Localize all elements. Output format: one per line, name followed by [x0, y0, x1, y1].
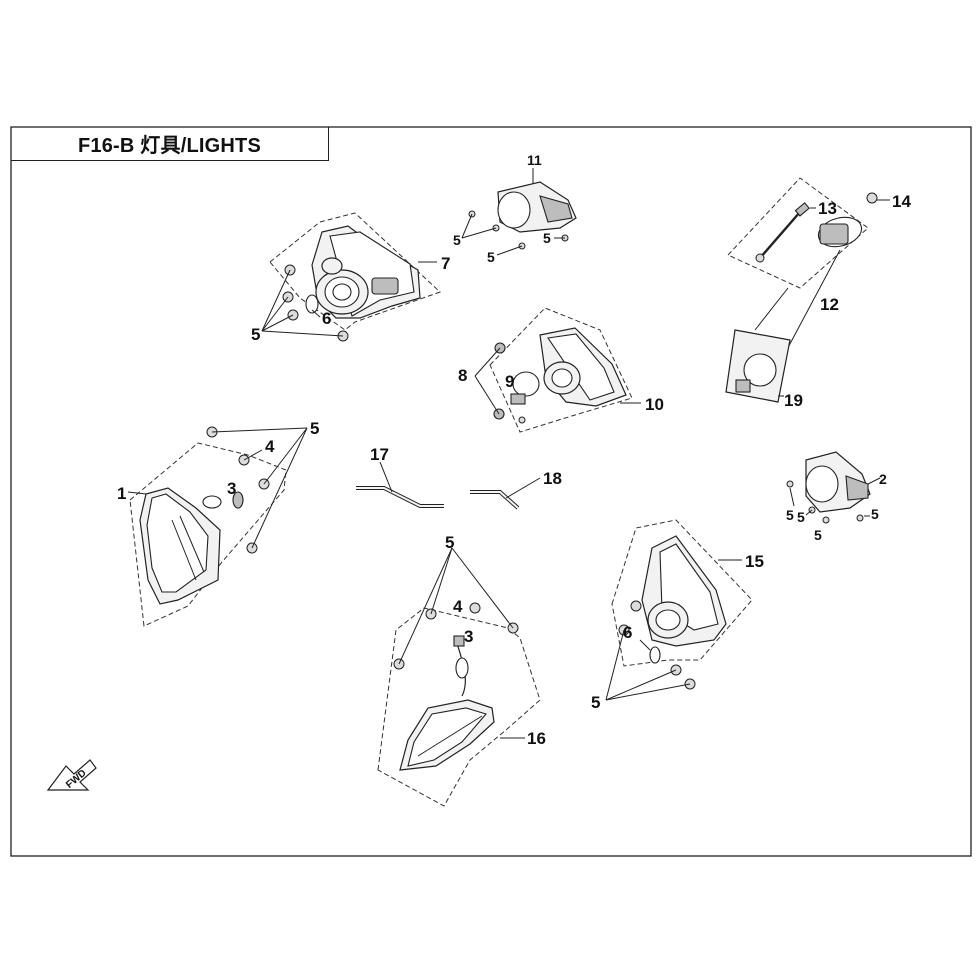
callout-2: 2 [879, 471, 887, 487]
callout-5-lamp2-c: 5 [814, 527, 822, 543]
callout-12: 12 [820, 295, 839, 314]
callout-19: 19 [784, 391, 803, 410]
callout-9: 9 [505, 372, 514, 391]
callout-6-headlight7: 6 [322, 309, 331, 328]
callout-5-lamp1: 5 [310, 419, 319, 438]
forward-arrow-icon: FWD [46, 759, 97, 791]
callout-13: 13 [818, 199, 837, 218]
callout-17: 17 [370, 445, 389, 464]
callout-3-lamp1: 3 [227, 479, 236, 498]
callout-4-lamp1: 4 [265, 437, 275, 456]
lamp-assembly-16 [377, 602, 541, 807]
callout-3-lamp16: 3 [464, 627, 473, 646]
lamp-assembly-11 [468, 181, 577, 250]
callout-11: 11 [527, 152, 542, 168]
bulb-9 [512, 371, 540, 397]
callout-1: 1 [117, 484, 126, 503]
bulb-6-bottom [649, 646, 661, 664]
callout-5-lamp2-b: 5 [797, 509, 805, 525]
callout-10: 10 [645, 395, 664, 414]
callout-5-lamp2-d: 5 [871, 506, 879, 522]
headlight-assembly-15 [611, 519, 753, 690]
reflector-plate-19 [725, 329, 791, 403]
diagram-frame [10, 126, 972, 857]
bulb-6-top [305, 294, 319, 314]
callout-15: 15 [745, 552, 764, 571]
callout-5-lamp11-a: 5 [453, 232, 461, 248]
callout-6-headlight15: 6 [623, 623, 632, 642]
headlight-assembly-10 [489, 307, 633, 433]
callout-14: 14 [892, 192, 911, 211]
lamp-assembly-1 [129, 426, 287, 627]
lamp-assembly-2 [786, 451, 871, 524]
callout-4-lamp16: 4 [453, 597, 463, 616]
callout-8: 8 [458, 366, 467, 385]
headlight-assembly-7 [269, 212, 441, 342]
lamp-assembly-12 [727, 177, 878, 373]
bracket-18 [470, 477, 541, 510]
callout-5-lamp11-c: 5 [543, 230, 551, 246]
callout-5-headlight7: 5 [251, 325, 260, 344]
callout-5-headlight15: 5 [591, 693, 600, 712]
bracket-17 [356, 461, 444, 508]
callout-18: 18 [543, 469, 562, 488]
callout-16: 16 [527, 729, 546, 748]
callout-7: 7 [441, 254, 450, 273]
callout-5-lamp2-a: 5 [786, 507, 794, 523]
diagram-title: F16-B 灯具/LIGHTS [11, 127, 329, 161]
callout-5-lamp11-b: 5 [487, 249, 495, 265]
callout-5-lamp16: 5 [445, 533, 454, 552]
